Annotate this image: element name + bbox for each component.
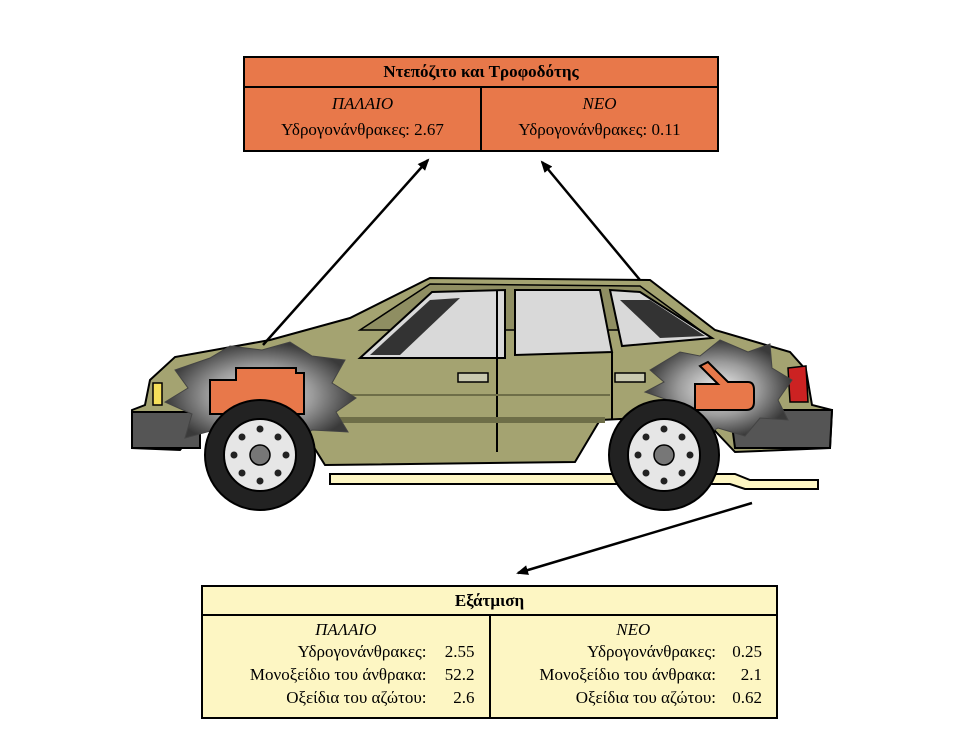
- rear-door-handle: [457, 372, 489, 383]
- exhaust-new-row: Μονοξείδιο του άνθρακα: 2.1: [491, 663, 777, 686]
- tank-new-column: ΝΕΟ Υδρογονάνθρακες: 0.11: [480, 88, 717, 152]
- arrow-tank-old: [262, 158, 430, 346]
- exhaust-old-row: Μονοξείδιο του άνθρακα: 52.2: [203, 663, 489, 686]
- exhaust-old-row: Υδρογονάνθρακες: 2.55: [203, 640, 489, 663]
- arrow-tank-new: [540, 160, 641, 281]
- exhaust-new-value: 0.62: [732, 688, 762, 707]
- side-window: [514, 289, 614, 357]
- exhaust-new-column: ΝΕΟ Υδρογονάνθρακες: 0.25 Μονοξείδιο του…: [488, 616, 777, 719]
- exhaust-old-label: Οξείδια του αζώτου:: [286, 688, 427, 707]
- exhaust-new-value: 2.1: [740, 665, 762, 684]
- tank-old-header: ΠΑΛΑΙΟ: [331, 94, 394, 113]
- rear-light: [152, 382, 163, 406]
- exhaust-new-label: Υδρογονάνθρακες:: [587, 642, 716, 661]
- exhaust-emissions-table: Εξάτμιση ΠΑΛΑΙΟ Υδρογονάνθρακες: 2.55 Μο…: [201, 585, 778, 719]
- rear-wheel: [204, 399, 316, 511]
- fuel-tank-emissions-table: Ντεπόζιτο και Τροφοδότης ΠΑΛΑΙΟ Υδρογονά…: [243, 56, 719, 152]
- exhaust-new-header: ΝΕΟ: [616, 620, 651, 639]
- front-door-handle: [614, 372, 646, 383]
- exhaust-old-value: 52.2: [444, 665, 475, 684]
- exhaust-old-label: Μονοξείδιο του άνθρακα:: [249, 665, 427, 684]
- tank-new-header: ΝΕΟ: [582, 94, 617, 113]
- exhaust-old-label: Υδρογονάνθρακες:: [297, 642, 427, 661]
- exhaust-new-row: Υδρογονάνθρακες: 0.25: [491, 640, 777, 663]
- exhaust-new-row: Οξείδια του αζώτου: 0.62: [491, 686, 777, 709]
- front-wheel: [608, 399, 720, 511]
- exhaust-old-header: ΠΑΛΑΙΟ: [315, 620, 377, 639]
- tank-old-column: ΠΑΛΑΙΟ Υδρογονάνθρακες: 2.67: [245, 88, 480, 152]
- exhaust-new-label: Οξείδια του αζώτου:: [575, 688, 716, 707]
- arrow-exhaust: [516, 501, 753, 575]
- tank-old-label: Υδρογονάνθρακες:: [281, 120, 410, 139]
- exhaust-old-value: 2.6: [453, 688, 475, 707]
- exhaust-old-row: Οξείδια του αζώτου: 2.6: [203, 686, 489, 709]
- exhaust-new-value: 0.25: [732, 642, 762, 661]
- front-light: [787, 365, 809, 403]
- exhaust-table-title: Εξάτμιση: [203, 587, 776, 616]
- exhaust-pipe: [329, 473, 819, 490]
- tank-new-label: Υδρογονάνθρακες:: [518, 120, 648, 139]
- tank-table-title: Ντεπόζιτο και Τροφοδότης: [245, 58, 717, 88]
- exhaust-old-column: ΠΑΛΑΙΟ Υδρογονάνθρακες: 2.55 Μονοξείδιο …: [203, 616, 489, 719]
- engine-component: [694, 360, 755, 411]
- tank-new-value: 0.11: [651, 120, 681, 139]
- exhaust-new-label: Μονοξείδιο του άνθρακα:: [539, 665, 716, 684]
- tank-old-value: 2.67: [414, 120, 444, 139]
- exhaust-old-value: 2.55: [444, 642, 475, 661]
